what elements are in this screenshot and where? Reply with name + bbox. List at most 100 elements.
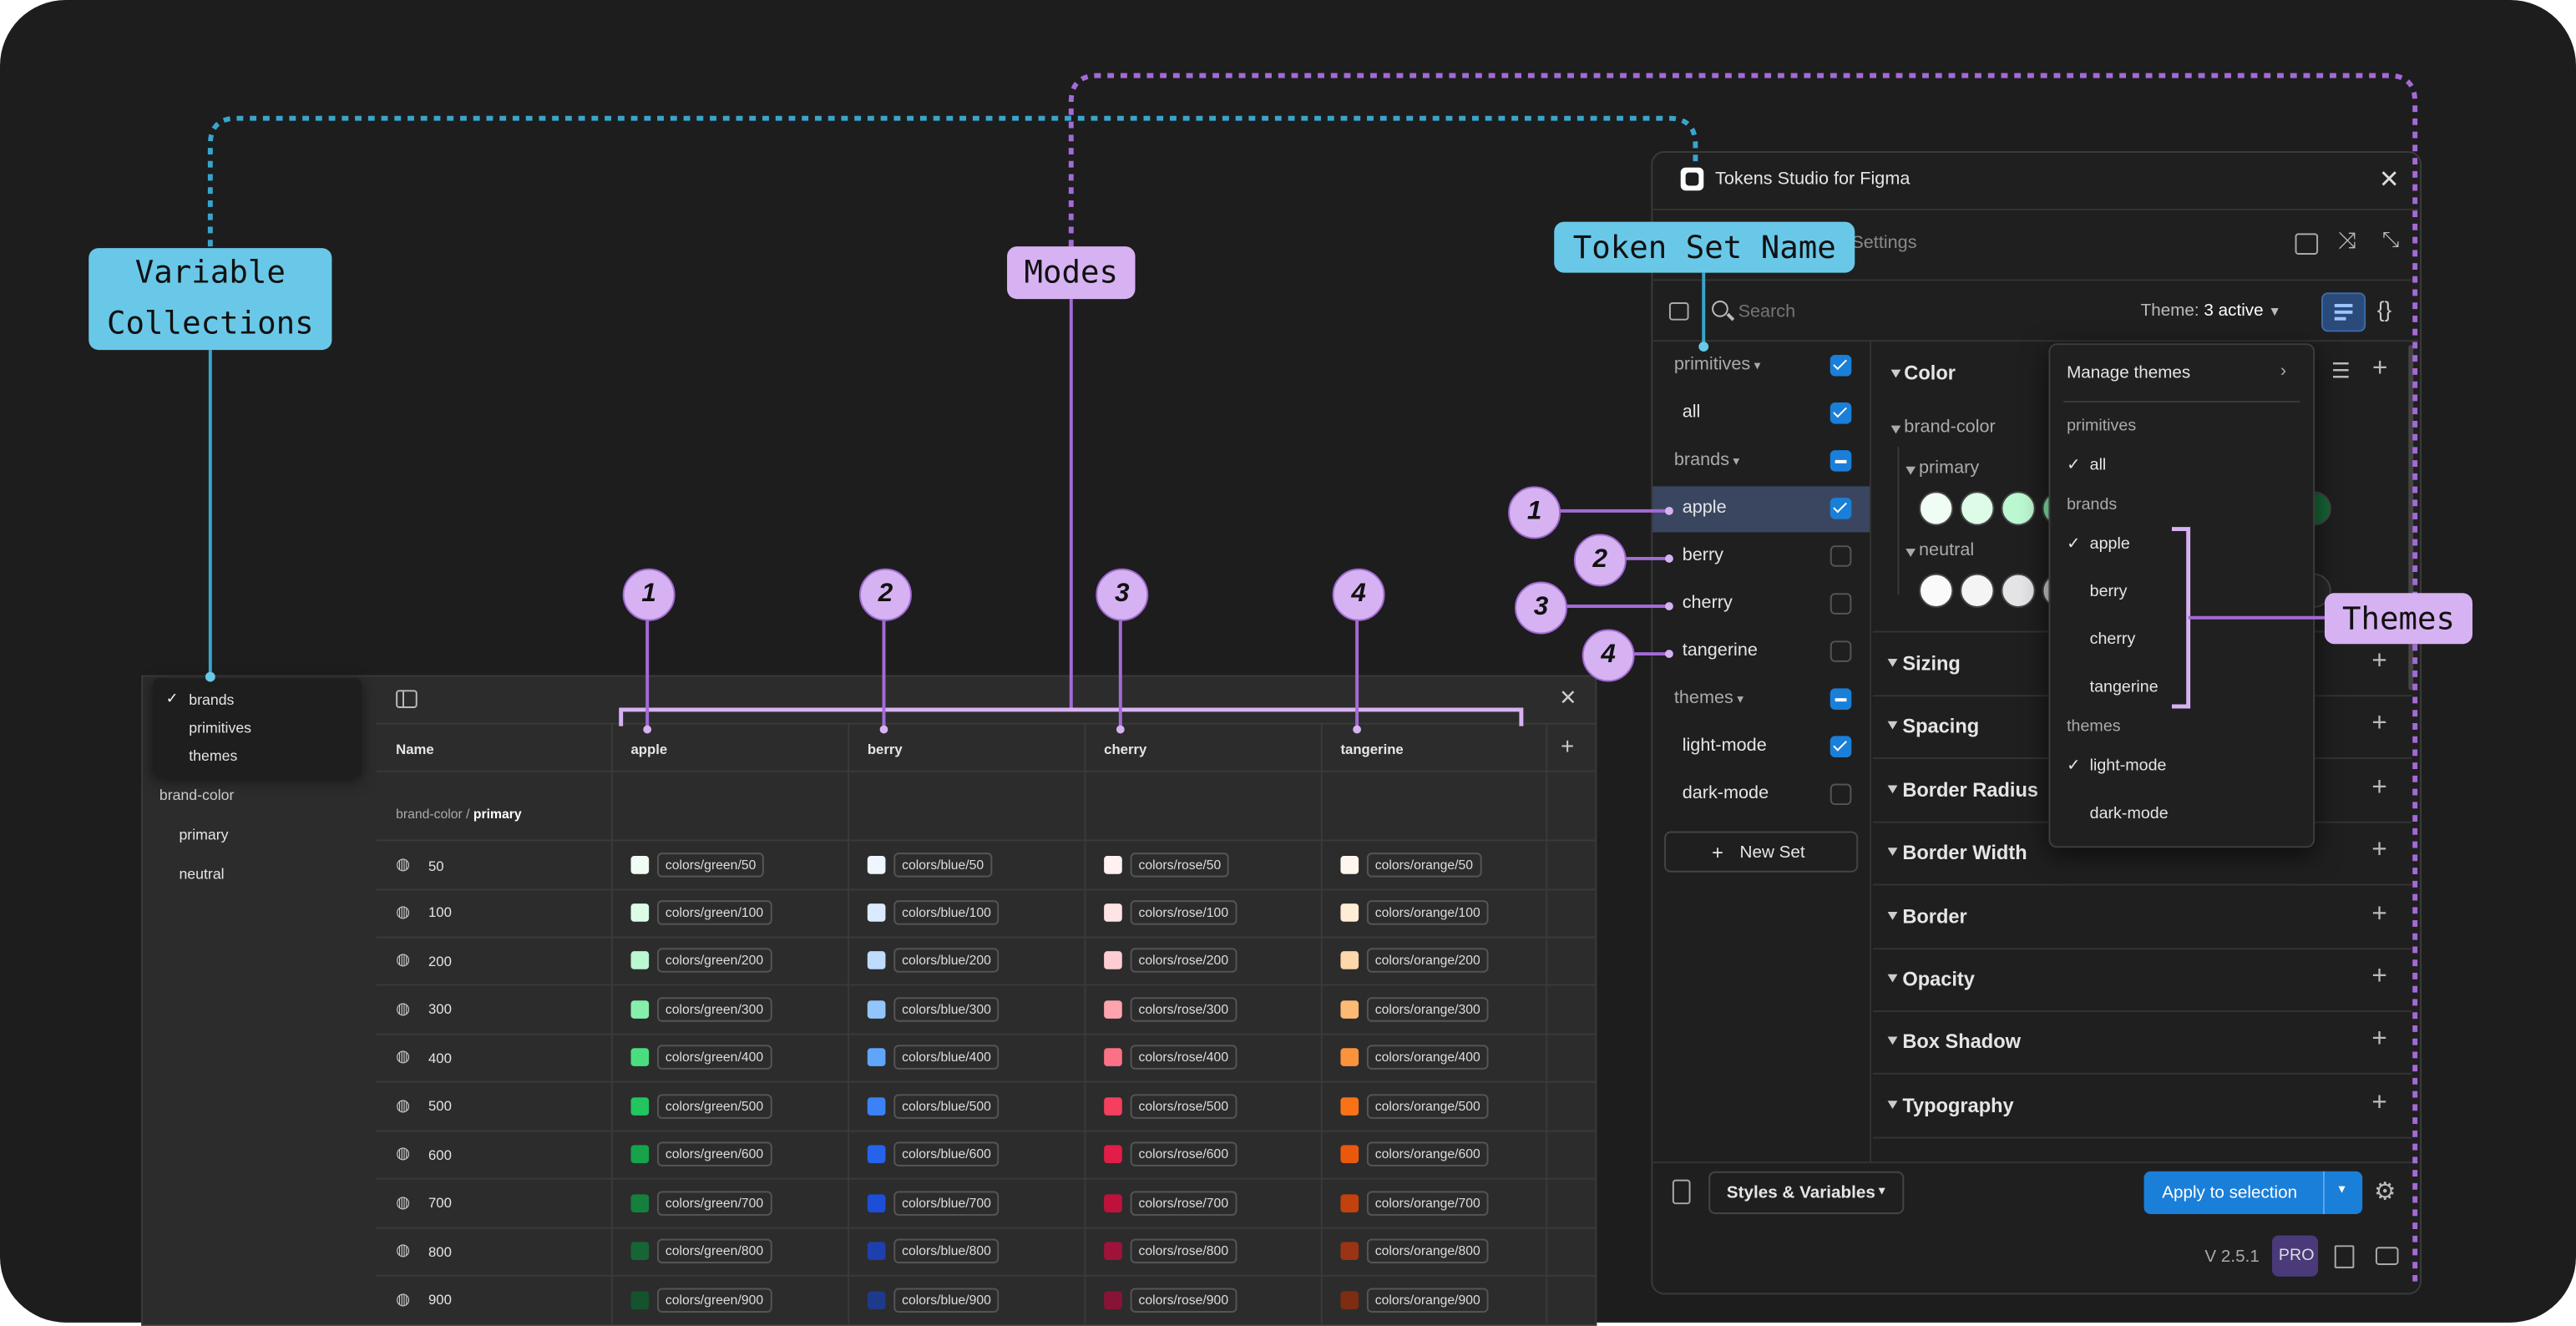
caret-down-icon[interactable]: ▼	[2336, 1184, 2348, 1197]
section-box-shadow[interactable]: Box Shadow+	[1872, 1011, 2412, 1075]
variable-value-cell[interactable]: colors/rose/600	[1104, 1131, 1237, 1178]
column-header-berry[interactable]: berry	[867, 741, 903, 758]
token-set-checkbox[interactable]	[1830, 640, 1852, 662]
styles-variables-button[interactable]: Styles & Variables ▼	[1708, 1171, 1905, 1214]
token-swatch[interactable]	[2001, 491, 2036, 526]
theme-selector[interactable]: Theme: 3 active ▼	[2141, 301, 2281, 321]
group-neutral[interactable]: neutral	[1919, 540, 1975, 560]
token-set-checkbox[interactable]	[1830, 783, 1852, 806]
close-icon[interactable]: ✕	[1559, 685, 1577, 710]
document-icon[interactable]	[1672, 1179, 1691, 1205]
theme-option-light-mode[interactable]: ✓light-mode	[2067, 757, 2166, 776]
variable-value-cell[interactable]: colors/orange/400	[1340, 1034, 1489, 1081]
token-swatch[interactable]	[1919, 573, 1954, 608]
token-set-tangerine[interactable]: tangerine	[1683, 640, 1758, 660]
section-opacity[interactable]: Opacity+	[1872, 948, 2412, 1012]
variable-value-cell[interactable]: colors/orange/300	[1340, 984, 1489, 1032]
variable-value-cell[interactable]: colors/blue/400	[867, 1034, 1000, 1081]
variable-value-cell[interactable]: colors/green/100	[630, 888, 772, 935]
variable-value-cell[interactable]: colors/blue/50	[867, 841, 992, 888]
column-header-cherry[interactable]: cherry	[1104, 741, 1147, 758]
sidebar-item-neutral[interactable]: neutral	[179, 865, 225, 883]
token-swatch[interactable]	[2001, 573, 2036, 608]
variable-value-cell[interactable]: colors/orange/800	[1340, 1227, 1489, 1275]
section-color[interactable]: Color	[1904, 361, 1956, 385]
json-view-icon[interactable]: {}	[2376, 297, 2392, 322]
variable-value-cell[interactable]: colors/rose/200	[1104, 936, 1237, 984]
add-token-icon[interactable]: +	[2371, 1025, 2387, 1054]
token-set-checkbox[interactable]	[1830, 402, 1852, 424]
close-icon[interactable]: ✕	[2378, 165, 2400, 195]
token-set-themes[interactable]: themes ▾	[1674, 688, 1743, 708]
theme-option-cherry[interactable]: cherry	[2067, 631, 2136, 650]
manage-themes[interactable]: Manage themes	[2067, 362, 2191, 383]
feedback-icon[interactable]	[2375, 1247, 2399, 1265]
variable-value-cell[interactable]: colors/blue/500	[867, 1082, 1000, 1130]
variable-value-cell[interactable]: colors/blue/700	[867, 1179, 1000, 1227]
list-view-button[interactable]	[2321, 292, 2366, 332]
variable-value-cell[interactable]: colors/rose/900	[1104, 1276, 1237, 1323]
variable-value-cell[interactable]: colors/rose/100	[1104, 888, 1237, 935]
collection-option-primitives[interactable]: primitives	[189, 719, 252, 736]
token-set-checkbox[interactable]	[1830, 545, 1852, 567]
variable-value-cell[interactable]: colors/rose/400	[1104, 1034, 1237, 1081]
variable-value-cell[interactable]: colors/orange/200	[1340, 936, 1489, 984]
variable-value-cell[interactable]: colors/blue/300	[867, 984, 1000, 1032]
token-set-cherry[interactable]: cherry	[1683, 593, 1733, 613]
section-border[interactable]: Border+	[1872, 885, 2412, 949]
section-typography[interactable]: Typography+	[1872, 1074, 2412, 1139]
add-token-icon[interactable]: +	[2371, 773, 2387, 802]
sidebar-toggle-icon[interactable]	[396, 690, 418, 708]
add-token-icon[interactable]: +	[2371, 710, 2387, 739]
variable-value-cell[interactable]: colors/rose/800	[1104, 1227, 1237, 1275]
shuffle-icon[interactable]: ⤨	[2337, 226, 2356, 253]
token-set-checkbox[interactable]	[1830, 736, 1852, 758]
token-set-checkbox[interactable]	[1830, 450, 1852, 472]
token-swatch[interactable]	[1919, 491, 1954, 526]
collection-option-themes[interactable]: themes	[189, 747, 238, 764]
token-set-brands[interactable]: brands ▾	[1674, 450, 1739, 470]
token-set-checkbox[interactable]	[1830, 688, 1852, 710]
apply-to-selection-button[interactable]: Apply to selection ▼	[2143, 1171, 2363, 1214]
sidebar-toggle-icon[interactable]	[1668, 302, 1689, 321]
token-swatch[interactable]	[1960, 491, 1995, 526]
theme-option-berry[interactable]: berry	[2067, 583, 2128, 601]
token-set-all[interactable]: all	[1683, 402, 1701, 423]
variable-value-cell[interactable]: colors/blue/200	[867, 936, 1000, 984]
collection-option-brands[interactable]: brands	[189, 691, 235, 708]
column-header-apple[interactable]: apple	[630, 741, 668, 758]
add-token-icon[interactable]: +	[2371, 899, 2387, 928]
token-set-apple[interactable]: apple	[1683, 498, 1727, 518]
add-token-icon[interactable]: +	[2371, 836, 2387, 865]
add-token-icon[interactable]: +	[2372, 354, 2388, 383]
book-icon[interactable]	[2334, 1245, 2355, 1268]
theme-option-apple[interactable]: ✓apple	[2067, 535, 2130, 554]
variable-value-cell[interactable]: colors/green/700	[630, 1179, 772, 1227]
variable-value-cell[interactable]: colors/orange/700	[1340, 1179, 1489, 1227]
minimize-icon[interactable]: ⤡	[2381, 226, 2400, 252]
token-set-checkbox[interactable]	[1830, 593, 1852, 615]
sidebar-group-brand-color[interactable]: brand-color	[159, 787, 235, 804]
variable-value-cell[interactable]: colors/blue/800	[867, 1227, 1000, 1275]
variable-value-cell[interactable]: colors/green/200	[630, 936, 772, 984]
variable-value-cell[interactable]: colors/green/300	[630, 984, 772, 1032]
variable-value-cell[interactable]: colors/green/900	[630, 1276, 772, 1323]
variable-value-cell[interactable]: colors/green/800	[630, 1227, 772, 1275]
group-primary[interactable]: primary	[1919, 458, 1980, 478]
variable-value-cell[interactable]: colors/blue/900	[867, 1276, 1000, 1323]
variable-value-cell[interactable]: colors/orange/900	[1340, 1276, 1489, 1323]
variable-value-cell[interactable]: colors/rose/300	[1104, 984, 1237, 1032]
column-header-tangerine[interactable]: tangerine	[1340, 741, 1404, 758]
token-set-light-mode[interactable]: light-mode	[1683, 736, 1767, 756]
variable-value-cell[interactable]: colors/orange/50	[1340, 841, 1481, 888]
variable-value-cell[interactable]: colors/rose/700	[1104, 1179, 1237, 1227]
